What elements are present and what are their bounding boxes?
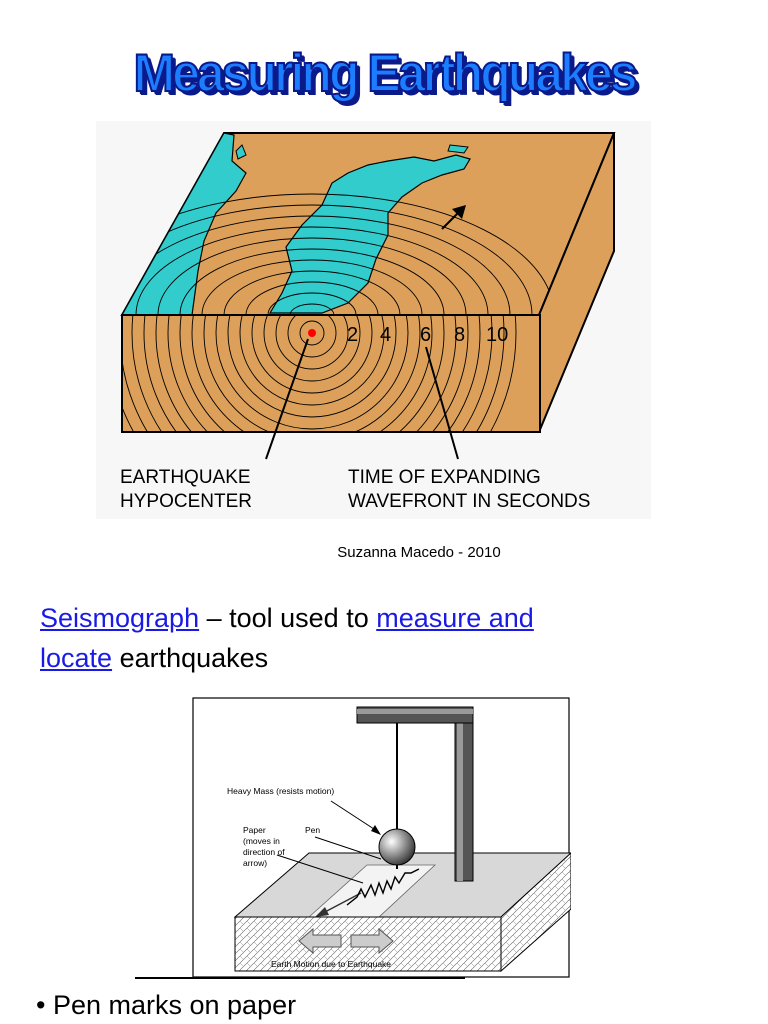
label-pen: Pen — [305, 825, 320, 835]
credit-text: Suzanna Macedo - 2010 — [337, 544, 501, 561]
wavefront-number: 6 — [420, 324, 431, 346]
label-earth-motion: Earth Motion due to Earthquake — [271, 959, 391, 969]
label-paper-moves: (moves in — [243, 836, 280, 846]
label-wavefront-seconds: WAVEFRONT IN SECONDS — [348, 491, 590, 512]
label-paper: Paper — [243, 825, 266, 835]
definition-text-2: earthquakes — [112, 643, 269, 673]
label-time-expanding: TIME OF EXPANDING — [348, 467, 541, 488]
wavefront-number: 2 — [347, 324, 358, 346]
bullet-pen-marks: • Pen marks on paper — [36, 990, 297, 1020]
locate-link[interactable]: locate — [40, 643, 113, 673]
seismograph-diagram: Heavy Mass (resists motion) Paper (moves… — [135, 697, 571, 979]
wavefront-number: 10 — [486, 324, 508, 346]
wavefront-number: 8 — [454, 324, 465, 346]
wavefront-number: 4 — [380, 324, 391, 346]
definition-text: Seismograph – tool used to measure and l… — [40, 598, 740, 678]
measure-link[interactable]: measure and — [376, 603, 534, 633]
label-paper-direction: direction of — [243, 847, 285, 857]
earthquake-wavefront-diagram: 2 4 6 8 10 EARTHQUAKE HYPOCENTER TIME OF… — [96, 121, 651, 519]
label-heavy-mass: Heavy Mass (resists motion) — [227, 786, 334, 796]
page-title: Measuring Earthquakes — [132, 43, 638, 104]
label-earthquake: EARTHQUAKE — [120, 467, 251, 488]
hypocenter-dot — [308, 329, 316, 337]
seismograph-link[interactable]: Seismograph — [40, 603, 200, 633]
label-hypocenter: HYPOCENTER — [120, 491, 252, 512]
label-paper-arrow: arrow) — [243, 858, 267, 868]
definition-text-1: – tool used to — [199, 603, 377, 633]
